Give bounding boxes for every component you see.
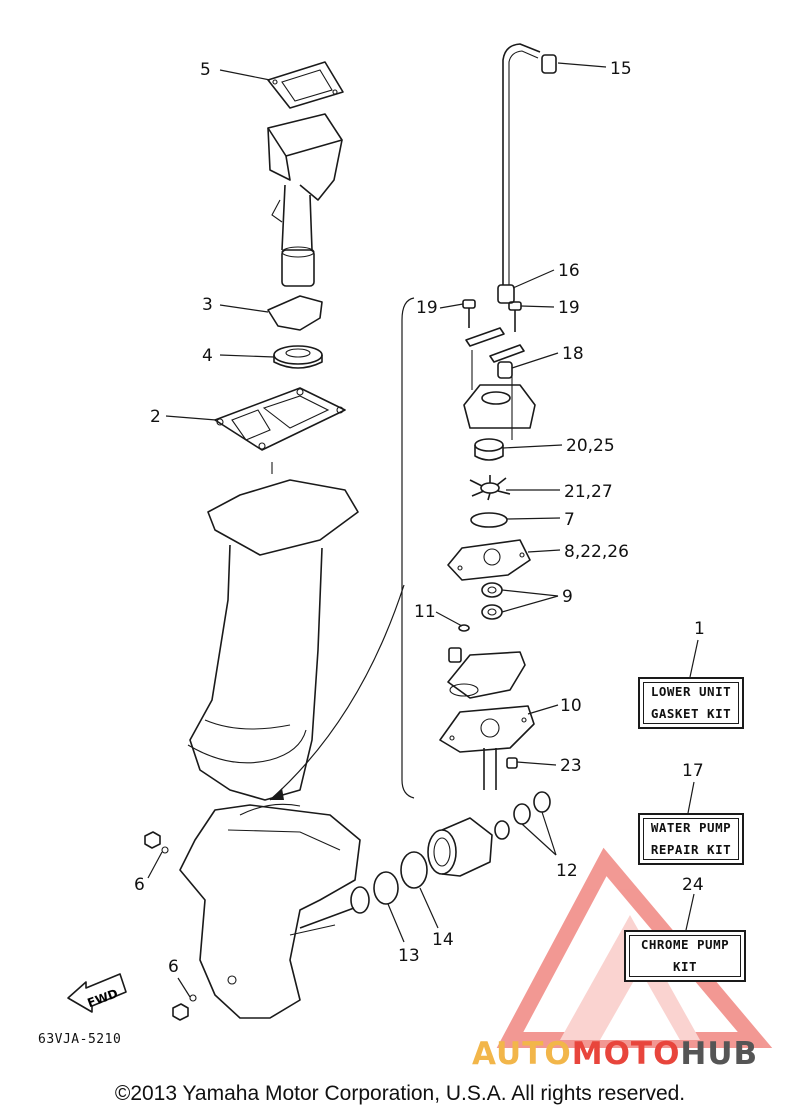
callout-12: 12	[556, 861, 578, 881]
callout-19-left: 19	[416, 298, 438, 318]
callout-2: 2	[150, 407, 161, 427]
callout-13: 13	[398, 946, 420, 966]
kit-water-pump-line2: REPAIR KIT	[650, 842, 732, 857]
part-13-o-ring[interactable]	[373, 871, 399, 905]
water-tube	[502, 43, 541, 285]
callout-6-upper: 6	[134, 875, 145, 895]
part-7-o-ring[interactable]	[470, 512, 508, 528]
callout-8-22-26: 8,22,26	[564, 542, 629, 562]
callout-labels: 5 3 4 2 15 16 19 19 18 20,25 21,27 7 8,2…	[134, 59, 705, 977]
callout-14: 14	[432, 930, 454, 950]
upper-casing	[187, 479, 359, 801]
callout-9: 9	[562, 587, 573, 607]
lower-casing	[179, 803, 361, 1019]
assembly-bracket	[401, 297, 415, 799]
callout-17: 17	[682, 761, 704, 781]
part-12-seal-1[interactable]	[494, 820, 510, 840]
part-18-grommet[interactable]	[497, 361, 513, 379]
part-21-impeller[interactable]	[469, 475, 511, 501]
lower-unit-gasket-kit-box[interactable]: LOWER UNIT GASKET KIT	[638, 677, 744, 729]
diagram-code: 63VJA-5210	[38, 1032, 122, 1047]
part-14-o-ring[interactable]	[400, 851, 428, 889]
fwd-label: FWD	[85, 986, 119, 1010]
exhaust-guide	[267, 113, 343, 287]
tube-clip	[465, 327, 505, 347]
chrome-pump-kit-box[interactable]: CHROME PUMP KIT	[624, 930, 746, 982]
part-11-woodruff-key[interactable]	[458, 624, 470, 632]
drive-shaft	[483, 748, 497, 790]
callout-7: 7	[564, 510, 575, 530]
callout-15: 15	[610, 59, 632, 79]
callout-20-25: 20,25	[566, 436, 615, 456]
part-6-bolt-upper[interactable]	[144, 831, 169, 854]
part-5-gasket[interactable]	[267, 61, 344, 109]
part-3-seal[interactable]	[267, 295, 323, 331]
copyright-footer: ©2013 Yamaha Motor Corporation, U.S.A. A…	[114, 1082, 686, 1105]
callout-3: 3	[202, 295, 213, 315]
callout-4: 4	[202, 346, 213, 366]
brand-moto: MOTO	[571, 1036, 681, 1072]
propeller-spacer	[299, 886, 370, 929]
part-12-seal-2[interactable]	[513, 803, 531, 825]
part-9-bearing-lower[interactable]	[481, 604, 503, 620]
part-12-seal-3[interactable]	[533, 791, 551, 813]
part-6-bolt-lower[interactable]	[172, 994, 197, 1021]
part-9-bearing-upper[interactable]	[481, 582, 503, 598]
callout-19-right: 19	[558, 298, 580, 318]
tube-clip-2	[489, 344, 525, 363]
brand-auto: AUTO	[472, 1036, 572, 1072]
part-8-outer-plate[interactable]	[447, 539, 531, 581]
assembly-arrow	[269, 584, 405, 801]
callout-24: 24	[682, 875, 704, 895]
callout-18: 18	[562, 344, 584, 364]
callout-21-27: 21,27	[564, 482, 613, 502]
kit-lower-unit-line1: LOWER UNIT	[650, 684, 732, 699]
callout-5: 5	[200, 60, 211, 80]
leader-lines	[147, 62, 699, 998]
part-16-seal[interactable]	[497, 284, 515, 304]
pump-base	[447, 647, 526, 699]
part-2-gasket[interactable]	[214, 387, 346, 451]
arrow-head-icon	[270, 788, 284, 800]
part-10-gasket[interactable]	[439, 705, 535, 753]
kit-chrome-pump-line1: CHROME PUMP	[640, 937, 730, 952]
part-23-pin[interactable]	[506, 757, 518, 769]
pump-housing	[463, 350, 536, 440]
part-15-grommet[interactable]	[541, 54, 557, 74]
water-pump-repair-kit-box[interactable]: WATER PUMP REPAIR KIT	[638, 813, 744, 865]
part-20-insert-cartridge[interactable]	[474, 438, 504, 461]
callout-16: 16	[558, 261, 580, 281]
callout-6-lower: 6	[168, 957, 179, 977]
brand-hub: HUB	[680, 1036, 759, 1072]
callout-10: 10	[560, 696, 582, 716]
callout-23: 23	[560, 756, 582, 776]
part-19-bolt-right[interactable]	[508, 301, 522, 332]
kit-lower-unit-line2: GASKET KIT	[650, 706, 732, 721]
callout-11: 11	[414, 602, 436, 622]
forward-direction-arrow-icon: FWD	[67, 973, 127, 1013]
watermark-brand: AUTOMOTOHUB	[472, 1036, 758, 1072]
callout-1: 1	[694, 619, 705, 639]
part-19-bolt-left[interactable]	[462, 299, 476, 328]
kit-water-pump-line1: WATER PUMP	[650, 820, 732, 835]
propeller-shaft-housing	[427, 817, 493, 877]
part-4-oil-seal[interactable]	[273, 345, 323, 369]
kit-chrome-pump-line2: KIT	[672, 959, 698, 974]
